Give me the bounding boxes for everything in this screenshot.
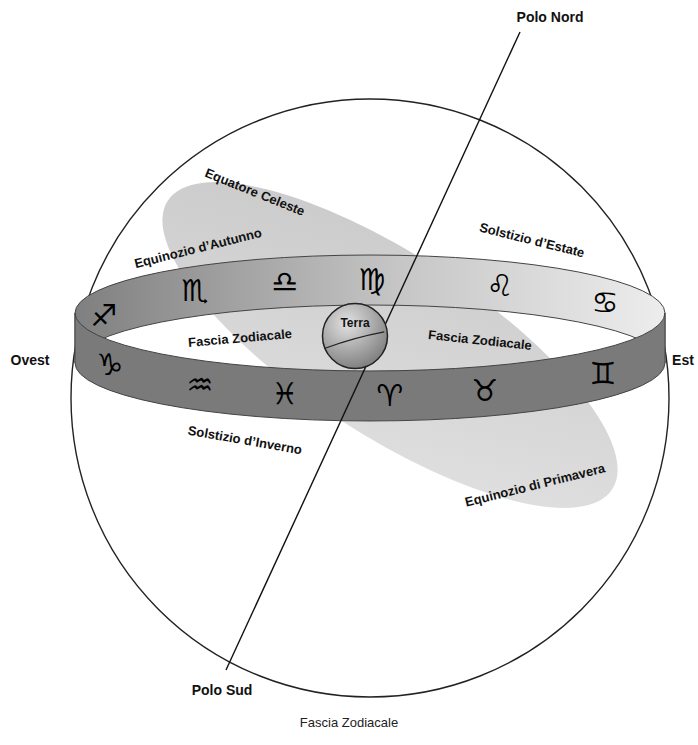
globe-circle [323,304,388,369]
direction-label-text: Ovest [11,352,50,368]
zodiac-sign-text: ♈ [377,381,404,411]
zodiac-sign: ♐ [91,301,118,331]
pole-label-text: Polo Sud [192,682,253,698]
zodiac-sign: ♉ [472,376,499,406]
direction-label: Ovest [11,352,50,368]
zodiac-sign: ♎ [272,267,299,297]
zodiac-sign: ♓ [272,379,299,409]
direction-label-text: Est [672,352,694,368]
pole-label: Polo Nord [517,9,584,25]
zodiac-sign-text: ♍ [359,265,386,295]
zodiac-sign-text: ♏ [182,276,209,306]
zodiac-sign-text: ♋ [592,288,619,318]
direction-label: Est [672,352,694,368]
earth-axis [226,32,520,670]
globe-outline [321,302,389,370]
zodiac-sign-text: ♐ [91,301,118,331]
pole-label: Polo Sud [192,682,253,698]
globe-equator [325,332,384,348]
zodiac-sign-text: ♉ [472,376,499,406]
zodiac-sign: ♍ [359,265,386,295]
zodiac-sign-text: ♎ [272,267,299,297]
zodiac-sign: ♏ [182,276,209,306]
node-label: Terra [321,316,389,330]
celestial-equator [119,125,662,565]
zodiac-sign-text: ♊ [590,359,617,389]
zodiac-sign: ♌ [487,271,514,301]
zodiac-sign-text: ♒ [187,370,214,400]
zodiac-sign: ♒ [187,370,214,400]
zodiac-sign: ♊ [590,359,617,389]
zodiac-sign: ♋ [592,288,619,318]
caption-text: Fascia Zodiacale [300,715,398,730]
zodiac-sign-text: ♑ [97,350,124,380]
zodiac-sign: ♑ [97,350,124,380]
zodiac-sign-text: ♌ [487,271,514,301]
earth-globe: Terra [321,302,389,370]
pole-label-text: Polo Nord [517,9,584,25]
zodiac-sign-text: ♓ [272,379,299,409]
figure-caption: Fascia Zodiacale [300,715,398,730]
zodiac-sign: ♈ [377,381,404,411]
sphere-outline [71,99,669,697]
